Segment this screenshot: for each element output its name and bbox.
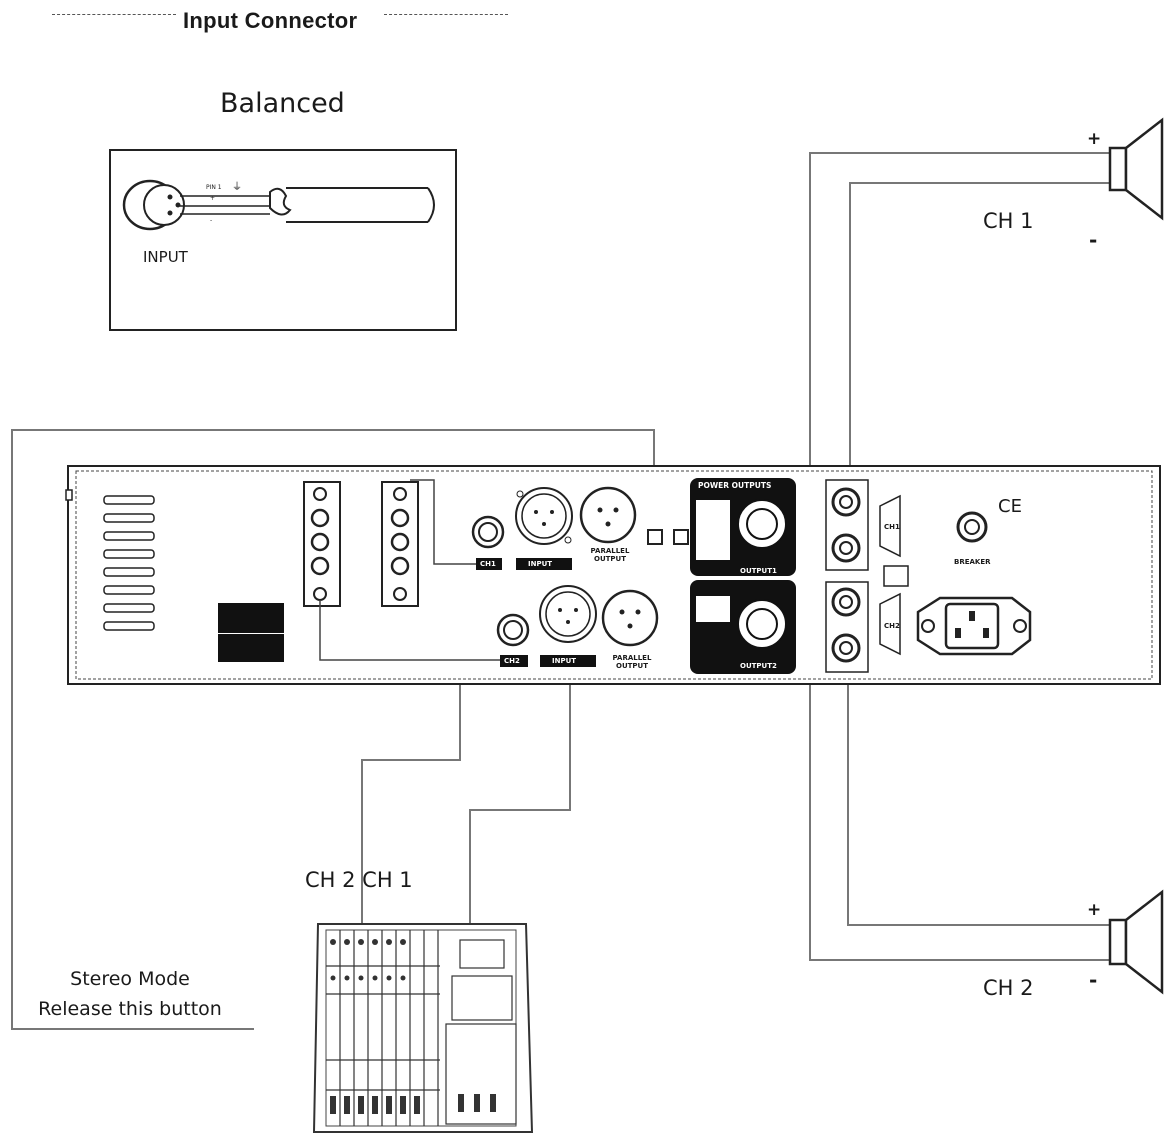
- amp-power-outputs-label: POWER OUTPUTS: [698, 481, 772, 490]
- binding-posts-ch2-icon: [825, 581, 901, 673]
- terminal-strip-right: [381, 481, 419, 607]
- speaker-ch1-label: CH 1: [983, 209, 1034, 233]
- terminal-strip-left: [303, 481, 341, 607]
- stereo-button-lead: [11, 429, 655, 1030]
- binding-posts-ch1-icon: [825, 479, 901, 571]
- speaker-wires: [809, 152, 1110, 961]
- xlr-input-ch1-icon: [515, 487, 573, 545]
- terminal-ch1-label: CH1: [884, 523, 900, 531]
- mixer-icon: [312, 923, 534, 1133]
- breaker-icon: [956, 511, 988, 543]
- vent-slots: [103, 495, 155, 631]
- speaker-ch2-icon: [1108, 889, 1164, 995]
- stereo-mode-button: [647, 529, 689, 545]
- section-title: Input Connector: [183, 8, 358, 33]
- quarter-inch-jack-ch1-icon: [471, 515, 505, 549]
- amp-input-ch1-label: INPUT: [528, 560, 553, 568]
- stereo-mode-note-line2: Release this button: [38, 998, 222, 1020]
- amplifier-rear-panel: [65, 465, 1161, 685]
- amp-breaker-label: BREAKER: [954, 558, 991, 566]
- svg-text:-: -: [210, 217, 212, 224]
- speaker-ch2-plus: +: [1087, 900, 1102, 920]
- power-outputs-panel: [690, 478, 796, 674]
- header-dash-left: [52, 14, 176, 15]
- amp-ch2-tag: CH2: [504, 657, 520, 665]
- amp-parallel-output-ch2: PARALLEL OUTPUT: [612, 654, 652, 670]
- quarter-inch-jack-ch2-icon: [496, 613, 530, 647]
- cable-icon: PIN 1 ⏚ + -: [180, 181, 435, 224]
- speaker-ch1-icon: [1108, 117, 1164, 221]
- xlr-parallel-ch2-icon: [601, 589, 659, 647]
- svg-text:+: +: [210, 195, 215, 202]
- speaker-ch2-label: CH 2: [983, 976, 1034, 1000]
- stereo-mode-note-line1: Stereo Mode: [70, 968, 190, 990]
- amp-parallel-output-ch1: PARALLEL OUTPUT: [590, 547, 630, 563]
- speaker-ch1-plus: +: [1087, 129, 1102, 149]
- speaker-ch1-minus: -: [1089, 228, 1098, 252]
- balanced-connector-illustration: PIN 1 ⏚ + -: [109, 149, 457, 331]
- svg-text:PIN 1: PIN 1: [206, 184, 222, 191]
- header-dash-right: [384, 14, 508, 15]
- amp-input-ch2-label: INPUT: [552, 657, 577, 665]
- balanced-title: Balanced: [220, 88, 345, 119]
- xlr-input-ch2-icon: [539, 585, 597, 643]
- mixer-channel-label: CH 2 CH 1: [305, 868, 413, 892]
- amp-output1-label: OUTPUT1: [740, 567, 777, 575]
- xlr-plug-icon: [122, 179, 185, 231]
- ce-mark: CE: [998, 496, 1022, 517]
- power-inlet-icon: [916, 596, 1032, 656]
- xlr-parallel-ch1-icon: [579, 486, 637, 544]
- balanced-input-label: INPUT: [143, 248, 188, 266]
- terminal-ch2-label: CH2: [884, 622, 900, 630]
- svg-text:⏚: ⏚: [232, 181, 242, 193]
- amp-ch1-tag: CH1: [480, 560, 496, 568]
- stereo-mode-note: Stereo Mode Release this button: [20, 964, 240, 1024]
- speaker-ch2-minus: -: [1089, 968, 1098, 992]
- amp-output2-label: OUTPUT2: [740, 662, 777, 670]
